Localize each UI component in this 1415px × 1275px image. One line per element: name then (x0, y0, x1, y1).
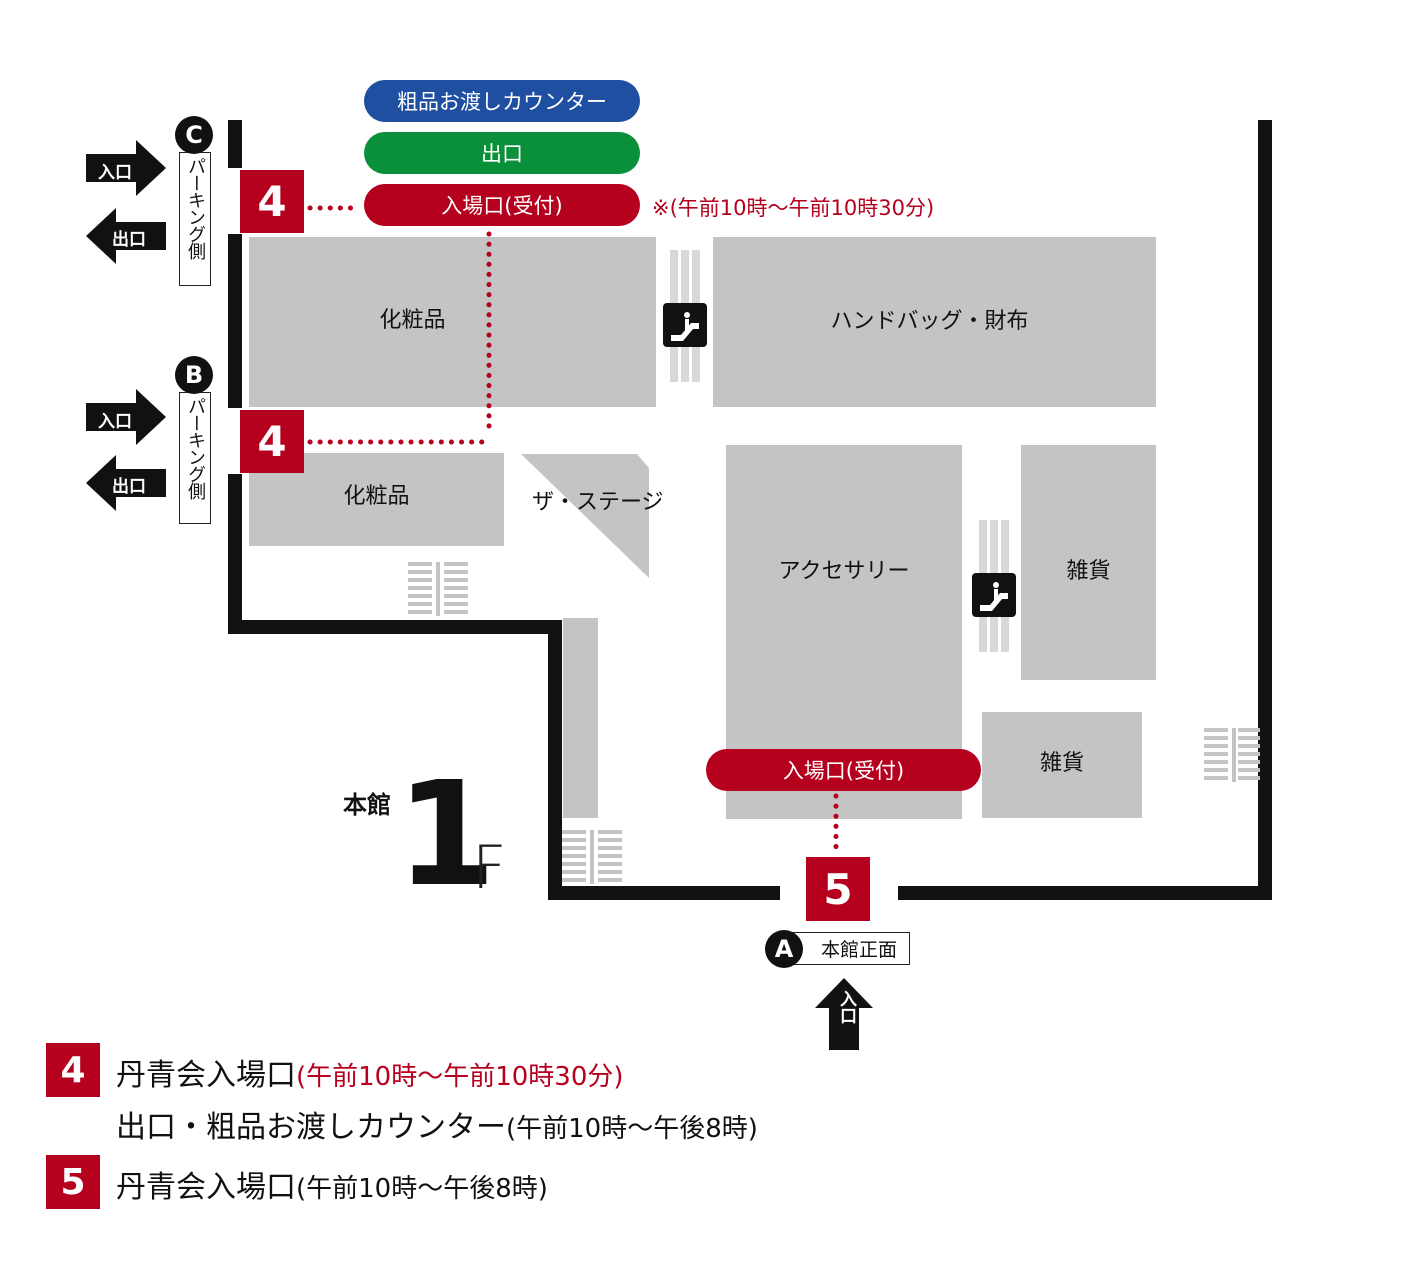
wall-left-low (228, 474, 242, 634)
legend-line-1: 丹青会入場口(午前10時〜午前10時30分) (116, 1050, 624, 1094)
escalator-icon (663, 303, 707, 347)
stairs-icon (562, 830, 622, 884)
zone-stage-shape (521, 454, 649, 578)
arrow-left-icon (86, 455, 166, 511)
legend-gate-4-marker: 4 (46, 1043, 100, 1097)
pill-label: 入場口(受付) (782, 759, 905, 783)
zone-label: ハンドバッグ・財布 (830, 309, 1029, 334)
stairs-icon (1204, 728, 1260, 782)
wall-left-top (228, 120, 242, 168)
vlabel-text: パーキング側 (185, 397, 206, 499)
main-front-text: 本館正面 (820, 939, 897, 961)
wall-step-horizontal (228, 620, 562, 634)
floor-number: 1 (396, 750, 497, 918)
floor-unit: F (472, 833, 507, 903)
zone-goods-lower: 雑貨 (982, 712, 1142, 818)
gate-number: 5 (823, 864, 853, 914)
gift-counter-pill: 粗品お渡しカウンター (364, 80, 640, 122)
arrow-up-icon (815, 978, 873, 1050)
gate-4-marker: 4 (240, 170, 304, 233)
marker-letter: B (184, 361, 204, 389)
pill-label: 入場口(受付) (441, 194, 563, 218)
zone-handbag: ハンドバッグ・財布 (713, 237, 1156, 407)
main-entrance-reception-pill: 入場口(受付) (706, 749, 981, 791)
zone-corridor-strip (563, 618, 598, 818)
zone-stage-label: ザ・ステージ (532, 490, 664, 515)
zone-cosmetics-upper: 化粧品 (249, 237, 656, 407)
legend-line-3: 丹青会入場口(午前10時〜午後8時) (116, 1162, 548, 1206)
legend-main: 丹青会入場口 (116, 1170, 296, 1205)
arrow-left-icon (86, 208, 166, 264)
legend-number: 5 (60, 1161, 86, 1203)
wall-bottom-left (548, 886, 780, 900)
wall-right (1258, 120, 1272, 900)
time-note: ※(午前10時〜午前10時30分) (652, 196, 935, 220)
wall-left-mid (228, 234, 242, 408)
wall-step-vertical (548, 620, 562, 900)
pill-label: 出口 (481, 142, 523, 166)
marker-a: A (765, 930, 803, 968)
entrance-reception-pill: 入場口(受付) (364, 184, 640, 226)
arrow-label-out: 出口 (112, 477, 146, 497)
zone-goods-upper: 雑貨 (1021, 445, 1156, 680)
legend-line-2: 出口・粗品お渡しカウンター(午前10時〜午後8時) (116, 1102, 758, 1146)
parking-c-label: パーキング側 (179, 152, 211, 286)
zone-label: 化粧品 (379, 308, 446, 333)
marker-letter: A (774, 935, 794, 963)
legend-time: (午前10時〜午後8時) (506, 1114, 758, 1144)
legend-main: 丹青会入場口 (116, 1058, 296, 1093)
legend-main: 出口・粗品お渡しカウンター (116, 1110, 506, 1145)
escalator-icon (972, 573, 1016, 617)
zone-label: 雑貨 (1039, 751, 1084, 776)
parking-b-label: パーキング側 (179, 392, 211, 524)
arrow-right-icon (86, 140, 166, 196)
legend-gate-5-marker: 5 (46, 1155, 100, 1209)
gate-5-marker: 5 (806, 857, 870, 921)
building-label: 本館 (343, 791, 391, 819)
wall-bottom-right (898, 886, 1272, 900)
gate-number: 4 (257, 177, 287, 226)
arrow-label-in: 入口 (98, 412, 132, 432)
stairs-icon (408, 562, 468, 616)
arrow-right-icon (86, 389, 166, 445)
arrow-label-in: 入口 (836, 990, 856, 1024)
legend-time: (午前10時〜午後8時) (296, 1174, 548, 1204)
marker-letter: C (185, 121, 203, 149)
gate-number: 4 (257, 417, 287, 466)
vlabel-text: パーキング側 (185, 157, 206, 259)
zone-label: 雑貨 (1066, 559, 1111, 584)
zone-label: 化粧品 (343, 483, 410, 509)
pill-label: 粗品お渡しカウンター (397, 90, 607, 114)
arrow-label-in: 入口 (98, 163, 132, 183)
marker-b: B (175, 356, 213, 394)
zone-label: アクセサリー (778, 559, 910, 584)
legend-time: (午前10時〜午前10時30分) (296, 1062, 624, 1092)
exit-pill: 出口 (364, 132, 640, 174)
legend-number: 4 (60, 1049, 86, 1091)
arrow-label-out: 出口 (112, 230, 146, 250)
gate-4-marker: 4 (240, 410, 304, 473)
marker-c: C (175, 116, 213, 154)
route-dots (307, 205, 839, 855)
